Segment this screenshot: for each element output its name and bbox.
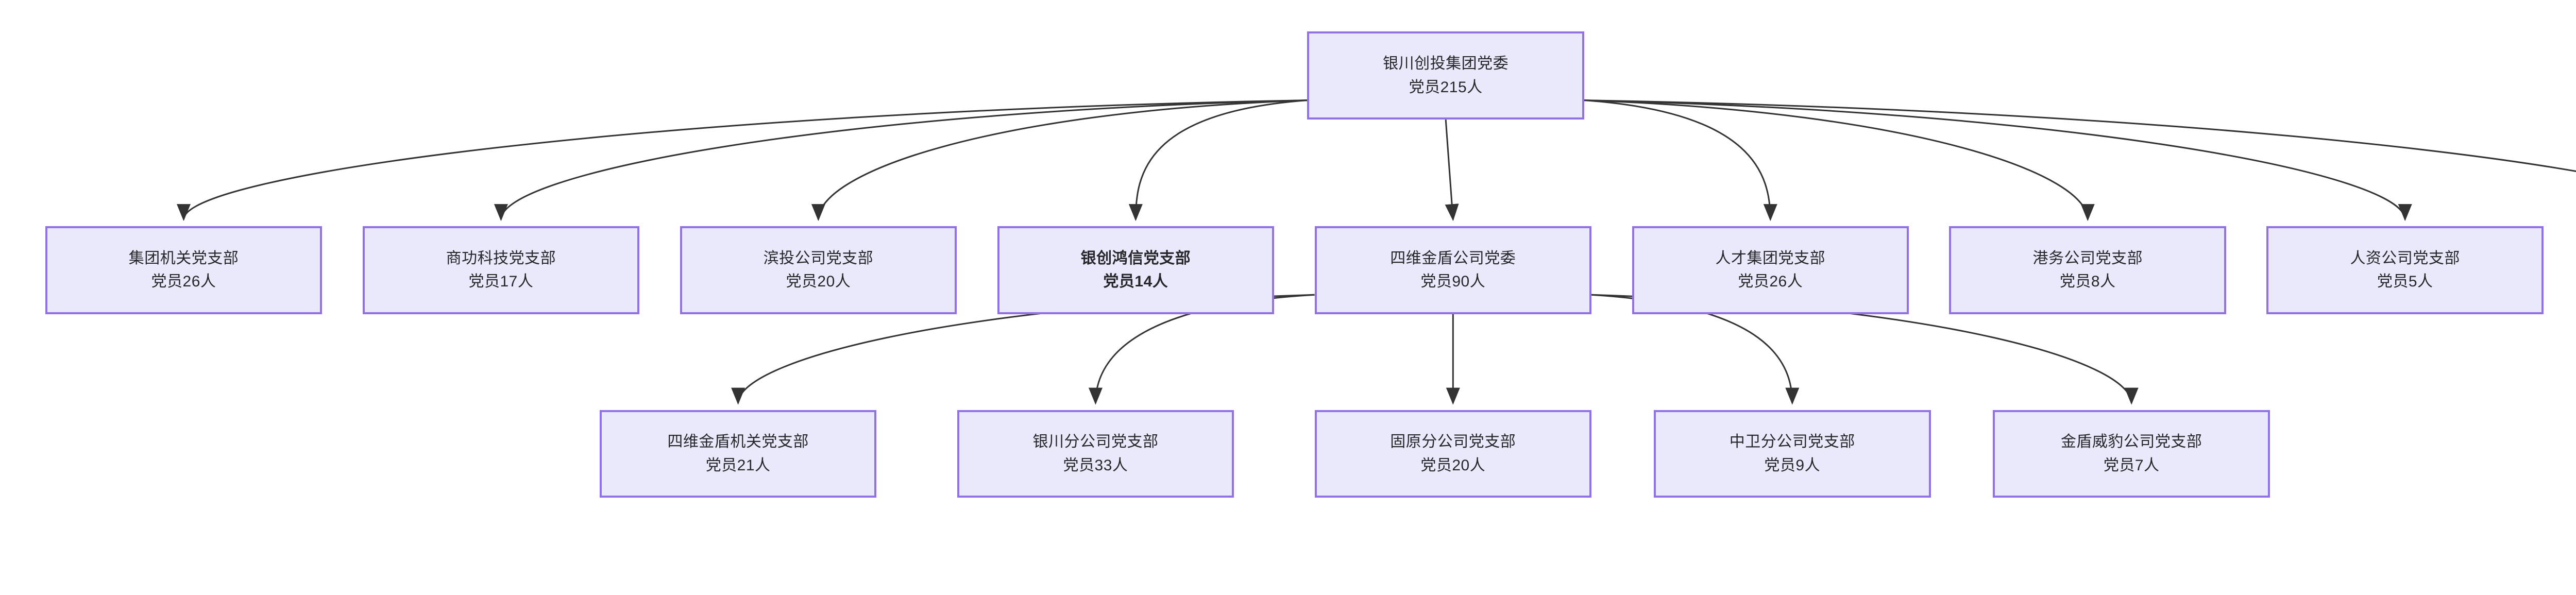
org-node-title: 中卫分公司党支部 — [1729, 433, 1855, 451]
org-node-title: 集团机关党支部 — [128, 249, 239, 267]
org-node-members: 党员20人 — [786, 273, 851, 291]
org-node-members: 党员17人 — [468, 273, 534, 291]
org-node-swjdjg[interactable]: 四维金盾机关党支部党员21人 — [599, 410, 877, 498]
org-node-ychx[interactable]: 银创鸿信党支部党员14人 — [997, 226, 1275, 314]
org-node-members: 党员9人 — [1764, 457, 1821, 474]
edge-root-to-renzi — [1584, 99, 2412, 222]
edge-root-to-jtjg — [177, 99, 1308, 222]
org-node-title: 四维金盾公司党委 — [1390, 249, 1516, 267]
org-node-renzi[interactable]: 人资公司党支部党员5人 — [2266, 226, 2544, 314]
org-node-title: 滨投公司党支部 — [763, 249, 874, 267]
edge-root-to-gangwu — [1584, 99, 2095, 222]
org-node-members: 党员215人 — [1409, 78, 1483, 96]
org-node-jdwb[interactable]: 金盾威豹公司党支部党员7人 — [1993, 410, 2270, 498]
org-node-title: 港务公司党支部 — [2032, 249, 2143, 267]
org-node-members: 党员20人 — [1420, 457, 1486, 474]
org-node-title: 银创鸿信党支部 — [1080, 249, 1191, 267]
org-node-title: 人才集团党支部 — [1715, 249, 1826, 267]
org-node-jtjg[interactable]: 集团机关党支部党员26人 — [45, 226, 323, 314]
org-node-bintou[interactable]: 滨投公司党支部党员20人 — [680, 226, 957, 314]
org-node-title: 商功科技党支部 — [446, 249, 556, 267]
edge-root-to-bintou — [811, 99, 1308, 222]
edge-root-to-sgkj — [494, 99, 1308, 222]
org-node-gyfgs[interactable]: 固原分公司党支部党员20人 — [1314, 410, 1592, 498]
org-node-members: 党员26人 — [151, 273, 216, 291]
edge-root-to-ychx — [1128, 99, 1308, 222]
org-node-members: 党员5人 — [2377, 273, 2433, 291]
org-node-members: 党员33人 — [1063, 457, 1128, 474]
org-node-title: 金盾威豹公司党支部 — [2060, 433, 2202, 451]
org-node-members: 党员21人 — [705, 457, 771, 474]
org-node-rcjt[interactable]: 人才集团党支部党员26人 — [1632, 226, 1909, 314]
org-node-members: 党员14人 — [1103, 273, 1168, 291]
org-node-members: 党员26人 — [1738, 273, 1803, 291]
org-node-members: 党员7人 — [2103, 457, 2160, 474]
edge-root-to-rcjt — [1584, 99, 1777, 222]
org-node-root[interactable]: 银川创投集团党委党员215人 — [1307, 31, 1584, 120]
org-node-sgkj[interactable]: 商功科技党支部党员17人 — [362, 226, 640, 314]
org-node-zwfgs[interactable]: 中卫分公司党支部党员9人 — [1654, 410, 1931, 498]
org-node-title: 银川分公司党支部 — [1032, 433, 1159, 451]
org-node-ycfgs[interactable]: 银川分公司党支部党员33人 — [957, 410, 1234, 498]
org-node-members: 党员8人 — [2059, 273, 2116, 291]
org-node-gangwu[interactable]: 港务公司党支部党员8人 — [1949, 226, 2226, 314]
org-node-swjd[interactable]: 四维金盾公司党委党员90人 — [1314, 226, 1592, 314]
org-node-title: 固原分公司党支部 — [1390, 433, 1516, 451]
org-node-title: 四维金盾机关党支部 — [667, 433, 809, 451]
org-node-title: 人资公司党支部 — [2350, 249, 2460, 267]
edge-root-to-landun — [1584, 99, 2576, 173]
edge-root-to-swjd — [1445, 120, 1459, 222]
org-node-title: 银川创投集团党委 — [1383, 55, 1509, 73]
org-node-members: 党员90人 — [1420, 273, 1486, 291]
